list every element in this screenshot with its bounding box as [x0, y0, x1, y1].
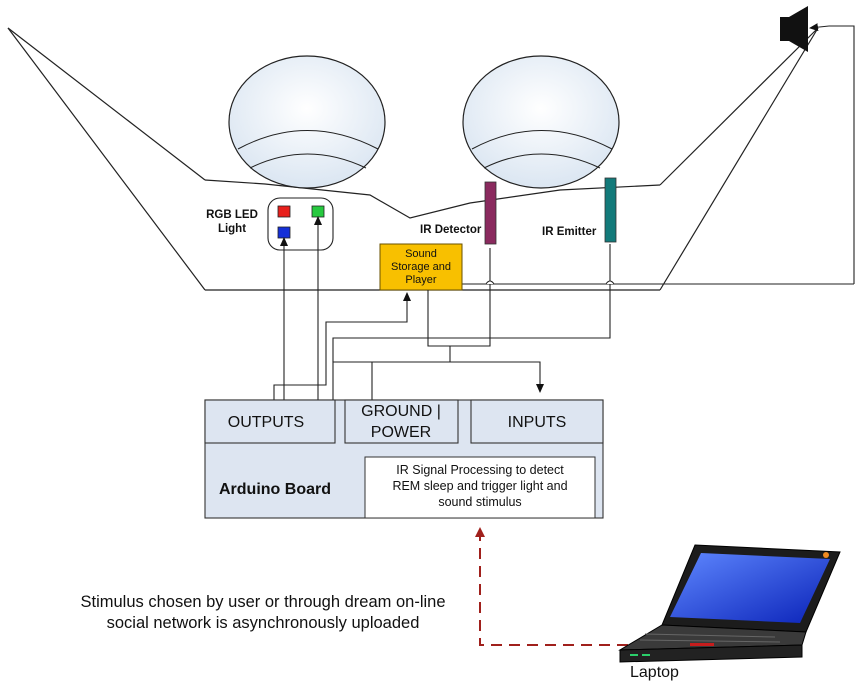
arduino-board-label: Arduino Board — [219, 481, 331, 498]
mask-right-strap-top — [659, 27, 819, 186]
speaker-wire — [829, 25, 855, 284]
led-blue — [277, 226, 291, 239]
inputs-port — [470, 399, 604, 444]
ground-power-label: GROUND |POWER — [361, 403, 441, 441]
ir-emitter-label: IR Emitter — [542, 226, 597, 238]
right-eye — [462, 55, 620, 189]
ir-emitter-bar — [604, 177, 617, 243]
mask-upper-edge — [204, 179, 661, 219]
left-eye — [228, 55, 386, 189]
upload-note: Stimulus chosen by user or through dream… — [28, 592, 498, 634]
laptop-label: Laptop — [630, 664, 679, 681]
upload-note-line2: social network is asynchronously uploade… — [106, 614, 420, 632]
laptop-icon — [618, 544, 841, 663]
mask-left-strap-top — [7, 27, 206, 181]
speaker-icon — [780, 6, 808, 52]
ir-detector-label: IR Detector — [420, 224, 482, 236]
ir-detector-bar — [484, 181, 497, 245]
mask-left-strap — [7, 27, 206, 291]
wiring — [273, 216, 615, 400]
upload-note-line1: Stimulus chosen by user or through dream… — [80, 593, 446, 611]
arduino-board: OUTPUTS GROUND |POWER INPUTS Arduino Boa… — [204, 399, 604, 519]
speaker-arrow — [809, 23, 830, 32]
led-green — [311, 205, 325, 218]
ir-processing-box — [364, 456, 596, 519]
mask-right-strap — [659, 27, 819, 291]
upload-arrow — [475, 527, 628, 646]
outputs-port — [204, 399, 336, 444]
led-red — [277, 205, 291, 218]
inputs-label: INPUTS — [508, 414, 567, 431]
outputs-label: OUTPUTS — [228, 414, 304, 431]
ground-power-port — [344, 399, 459, 444]
